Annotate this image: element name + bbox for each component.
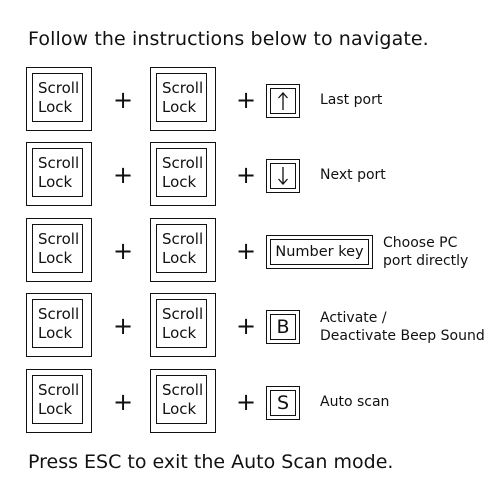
plus-sign: + bbox=[113, 161, 134, 189]
description-line-1: Activate / bbox=[320, 310, 387, 326]
description-line-2: port directly bbox=[383, 253, 469, 269]
up-arrow-icon bbox=[278, 92, 288, 110]
shortcut-description: Auto scan bbox=[320, 394, 390, 410]
s-key-label: S bbox=[270, 390, 296, 416]
b-key: B bbox=[266, 310, 300, 344]
number-key: Number key bbox=[266, 235, 373, 269]
exit-instruction: Press ESC to exit the Auto Scan mode. bbox=[28, 451, 394, 473]
s-key: S bbox=[266, 386, 300, 420]
plus-sign: + bbox=[113, 312, 134, 340]
shortcut-description: Next port bbox=[320, 167, 386, 183]
plus-sign: + bbox=[113, 237, 134, 265]
shortcut-description: Activate / Deactivate Beep Sound bbox=[320, 309, 485, 345]
description-line-1: Choose PC bbox=[383, 235, 458, 251]
b-key-label: B bbox=[270, 314, 296, 340]
number-key-label: Number key bbox=[270, 239, 369, 265]
plus-sign: + bbox=[236, 388, 257, 416]
plus-sign: + bbox=[236, 86, 257, 114]
down-arrow-icon bbox=[278, 167, 288, 185]
instructions-heading: Follow the instructions below to navigat… bbox=[28, 28, 429, 50]
plus-sign: + bbox=[236, 161, 257, 189]
plus-sign: + bbox=[236, 237, 257, 265]
up-arrow-key bbox=[266, 84, 300, 118]
shortcut-description: Choose PC port directly bbox=[383, 234, 468, 270]
shortcut-description: Last port bbox=[320, 92, 383, 108]
plus-sign: + bbox=[236, 312, 257, 340]
down-arrow-key bbox=[266, 159, 300, 193]
plus-sign: + bbox=[113, 388, 134, 416]
description-line-2: Deactivate Beep Sound bbox=[320, 328, 485, 344]
plus-sign: + bbox=[113, 86, 134, 114]
